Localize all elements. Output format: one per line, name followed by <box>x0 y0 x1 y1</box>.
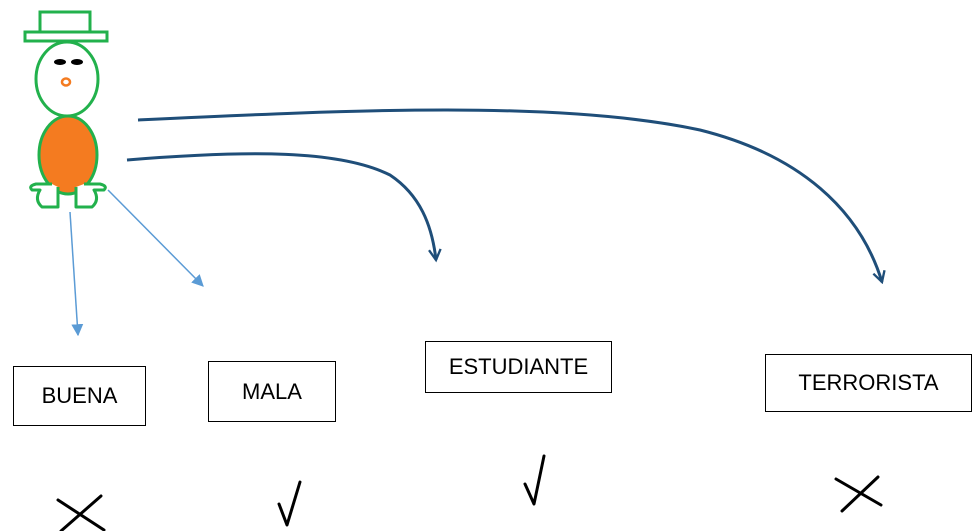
body <box>37 114 99 196</box>
label-mala: MALA <box>242 378 302 404</box>
eye-left <box>54 59 66 65</box>
foot-left <box>29 182 60 209</box>
label-estudiante: ESTUDIANTE <box>448 354 589 379</box>
arrow-to-mala <box>107 189 204 287</box>
label-box-mala: MALA <box>208 361 336 422</box>
label-box-buena: BUENA <box>13 366 146 426</box>
hat-crown <box>38 10 92 34</box>
hat-brim <box>23 30 109 43</box>
cross-mark-terrorista <box>834 475 883 513</box>
arrow-to-buena <box>69 211 84 337</box>
check-mark-estudiante <box>523 454 546 506</box>
arrow-to-estudiante <box>126 152 436 260</box>
character-figure <box>23 10 109 209</box>
foot-right <box>74 182 107 209</box>
label-terrorista: TERRORISTA <box>798 370 939 395</box>
label-box-terrorista: TERRORISTA <box>765 354 972 412</box>
arrow-to-terrorista <box>137 108 882 282</box>
check-mark-mala <box>277 480 302 527</box>
label-buena: BUENA <box>41 383 118 408</box>
label-box-estudiante: ESTUDIANTE <box>425 341 612 393</box>
cross-mark-buena <box>56 494 106 531</box>
nose <box>60 77 72 87</box>
eye-right <box>71 59 83 65</box>
